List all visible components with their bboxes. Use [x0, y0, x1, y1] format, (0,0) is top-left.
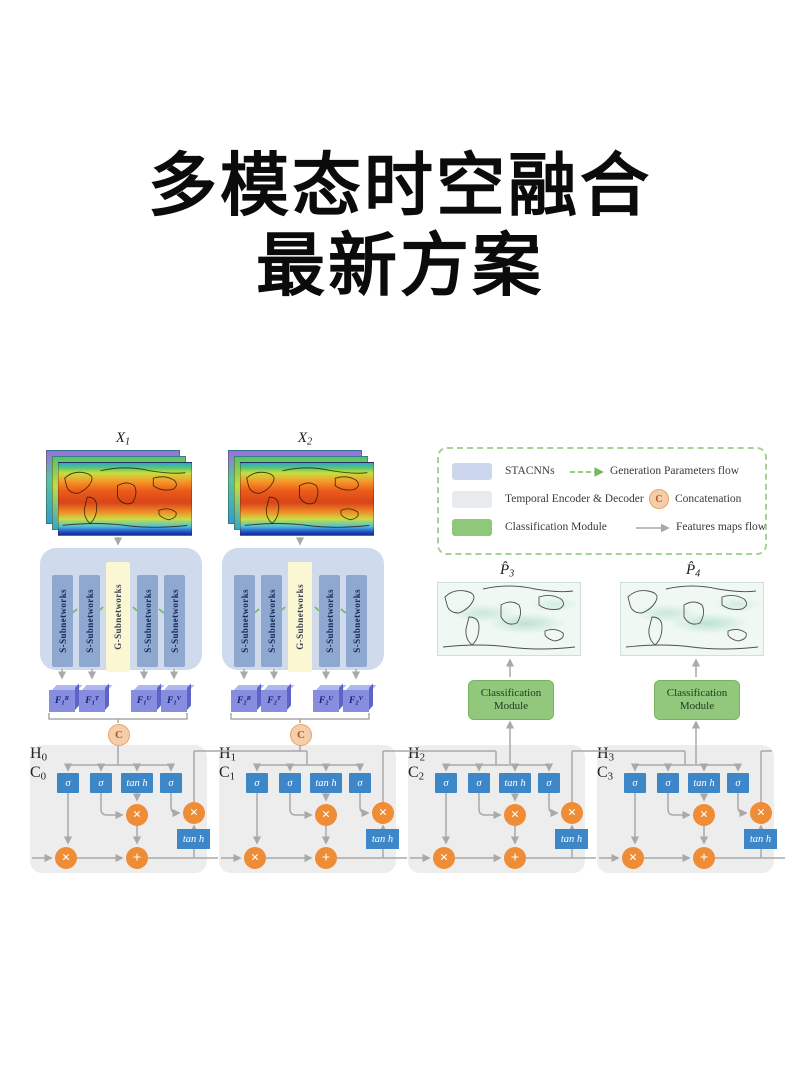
hidden-state-label: H0: [30, 745, 47, 764]
multiply-node: ×: [622, 847, 644, 869]
concat-node: C: [108, 724, 130, 746]
gate-sigma: σ: [279, 773, 301, 793]
feature-cube-f2v: F2V: [343, 690, 369, 712]
multiply-node: ×: [244, 847, 266, 869]
legend-label-temporal: Temporal Encoder & Decoder: [505, 493, 644, 505]
feature-cube-f1r: F1R: [49, 690, 75, 712]
input-column-x2: X2 S-Subnetworks S-Subnetworks G-Subnetw…: [209, 430, 401, 760]
gate-sigma: σ: [624, 773, 646, 793]
hidden-state-label: H2: [408, 745, 425, 764]
feature-cube-f1v: F1V: [161, 690, 187, 712]
legend-label-concatenation: Concatenation: [675, 493, 742, 505]
prediction-label-p4: P̂4: [686, 562, 701, 580]
temporal-cell-1-content: H1 C1 σ σ tan h σ × × × + tan h: [219, 745, 399, 873]
input-label-x2: X2: [297, 430, 313, 448]
gate-sigma: σ: [468, 773, 490, 793]
tanh-block: tan h: [177, 829, 210, 849]
tanh-block: tan h: [555, 829, 588, 849]
temporal-cell-2-content: H2 C2 σ σ tan h σ × × × + tan h: [408, 745, 588, 873]
feature-cube-f2r: F2R: [231, 690, 257, 712]
tanh-block: tan h: [744, 829, 777, 849]
feature-cube-f1u: F1U: [131, 690, 157, 712]
s-subnetwork-bar: S-Subnetworks: [346, 575, 367, 667]
hidden-state-label: H3: [597, 745, 614, 764]
prediction-map-p3: [437, 582, 581, 656]
multiply-node: ×: [183, 802, 205, 824]
page-title-line1: 多模态时空融合: [148, 147, 652, 224]
prediction-label-p3: P̂3: [500, 562, 515, 580]
gate-sigma: σ: [160, 773, 182, 793]
legend-label-features-flow: Features maps flow: [676, 521, 767, 533]
classification-module-1: Classification Module: [468, 680, 554, 720]
g-subnetwork-bar: G-Subnetworks: [288, 562, 312, 672]
gate-sigma: σ: [246, 773, 268, 793]
multiply-node: ×: [372, 802, 394, 824]
gate-tanh: tan h: [121, 773, 153, 793]
multiply-node: ×: [433, 847, 455, 869]
gate-sigma: σ: [727, 773, 749, 793]
temporal-cell-0-content: H0 C0 σ σ tan h σ × × × + tan h: [30, 745, 210, 873]
multiply-node: ×: [561, 802, 583, 824]
concat-node: C: [290, 724, 312, 746]
prediction-map-p4: [620, 582, 764, 656]
gate-sigma: σ: [435, 773, 457, 793]
page-title: 多模态时空融合 最新方案: [0, 146, 800, 306]
input-column-x1: X1 S-Subnetworks S-Subnetworks G-Subnetw…: [27, 430, 219, 760]
legend-swatch-temporal: [452, 491, 492, 508]
multiply-node: ×: [315, 804, 337, 826]
gate-sigma: σ: [657, 773, 679, 793]
gate-sigma: σ: [349, 773, 371, 793]
s-subnetwork-bar: S-Subnetworks: [52, 575, 73, 667]
legend-label-generation-flow: Generation Parameters flow: [610, 465, 740, 477]
g-subnetwork-bar: G-Subnetworks: [106, 562, 130, 672]
gate-tanh: tan h: [499, 773, 531, 793]
legend-label-classification: Classification Module: [505, 521, 607, 533]
world-heatmap-x2: [240, 462, 374, 536]
s-subnetwork-bar: S-Subnetworks: [164, 575, 185, 667]
feature-cube-f1t: F1T: [79, 690, 105, 712]
s-subnetwork-bar: S-Subnetworks: [234, 575, 255, 667]
s-subnetwork-bar: S-Subnetworks: [137, 575, 158, 667]
legend-concat-icon: C: [649, 489, 669, 509]
tanh-block: tan h: [366, 829, 399, 849]
gate-sigma: σ: [538, 773, 560, 793]
add-node: +: [693, 847, 715, 869]
legend: [437, 447, 767, 555]
legend-label-stacnns: STACNNs: [505, 465, 555, 477]
temporal-cell-3-content: H3 C3 σ σ tan h σ × × × + tan h: [597, 745, 777, 873]
s-subnetwork-bar: S-Subnetworks: [319, 575, 340, 667]
classification-module-2: Classification Module: [654, 680, 740, 720]
legend-swatch-stacnns: [452, 463, 492, 480]
page-title-line2: 最新方案: [256, 227, 544, 305]
world-heatmap-x1: [58, 462, 192, 536]
multiply-node: ×: [750, 802, 772, 824]
gate-tanh: tan h: [310, 773, 342, 793]
hidden-state-label: H1: [219, 745, 236, 764]
gate-sigma: σ: [90, 773, 112, 793]
multiply-node: ×: [504, 804, 526, 826]
multiply-node: ×: [126, 804, 148, 826]
gate-sigma: σ: [57, 773, 79, 793]
gate-tanh: tan h: [688, 773, 720, 793]
multiply-node: ×: [55, 847, 77, 869]
feature-cube-f2u: F2U: [313, 690, 339, 712]
add-node: +: [504, 847, 526, 869]
s-subnetwork-bar: S-Subnetworks: [261, 575, 282, 667]
legend-swatch-classification: [452, 519, 492, 536]
multiply-node: ×: [693, 804, 715, 826]
input-label-x1: X1: [115, 430, 131, 448]
feature-cube-f2t: F2T: [261, 690, 287, 712]
s-subnetwork-bar: S-Subnetworks: [79, 575, 100, 667]
add-node: +: [126, 847, 148, 869]
add-node: +: [315, 847, 337, 869]
